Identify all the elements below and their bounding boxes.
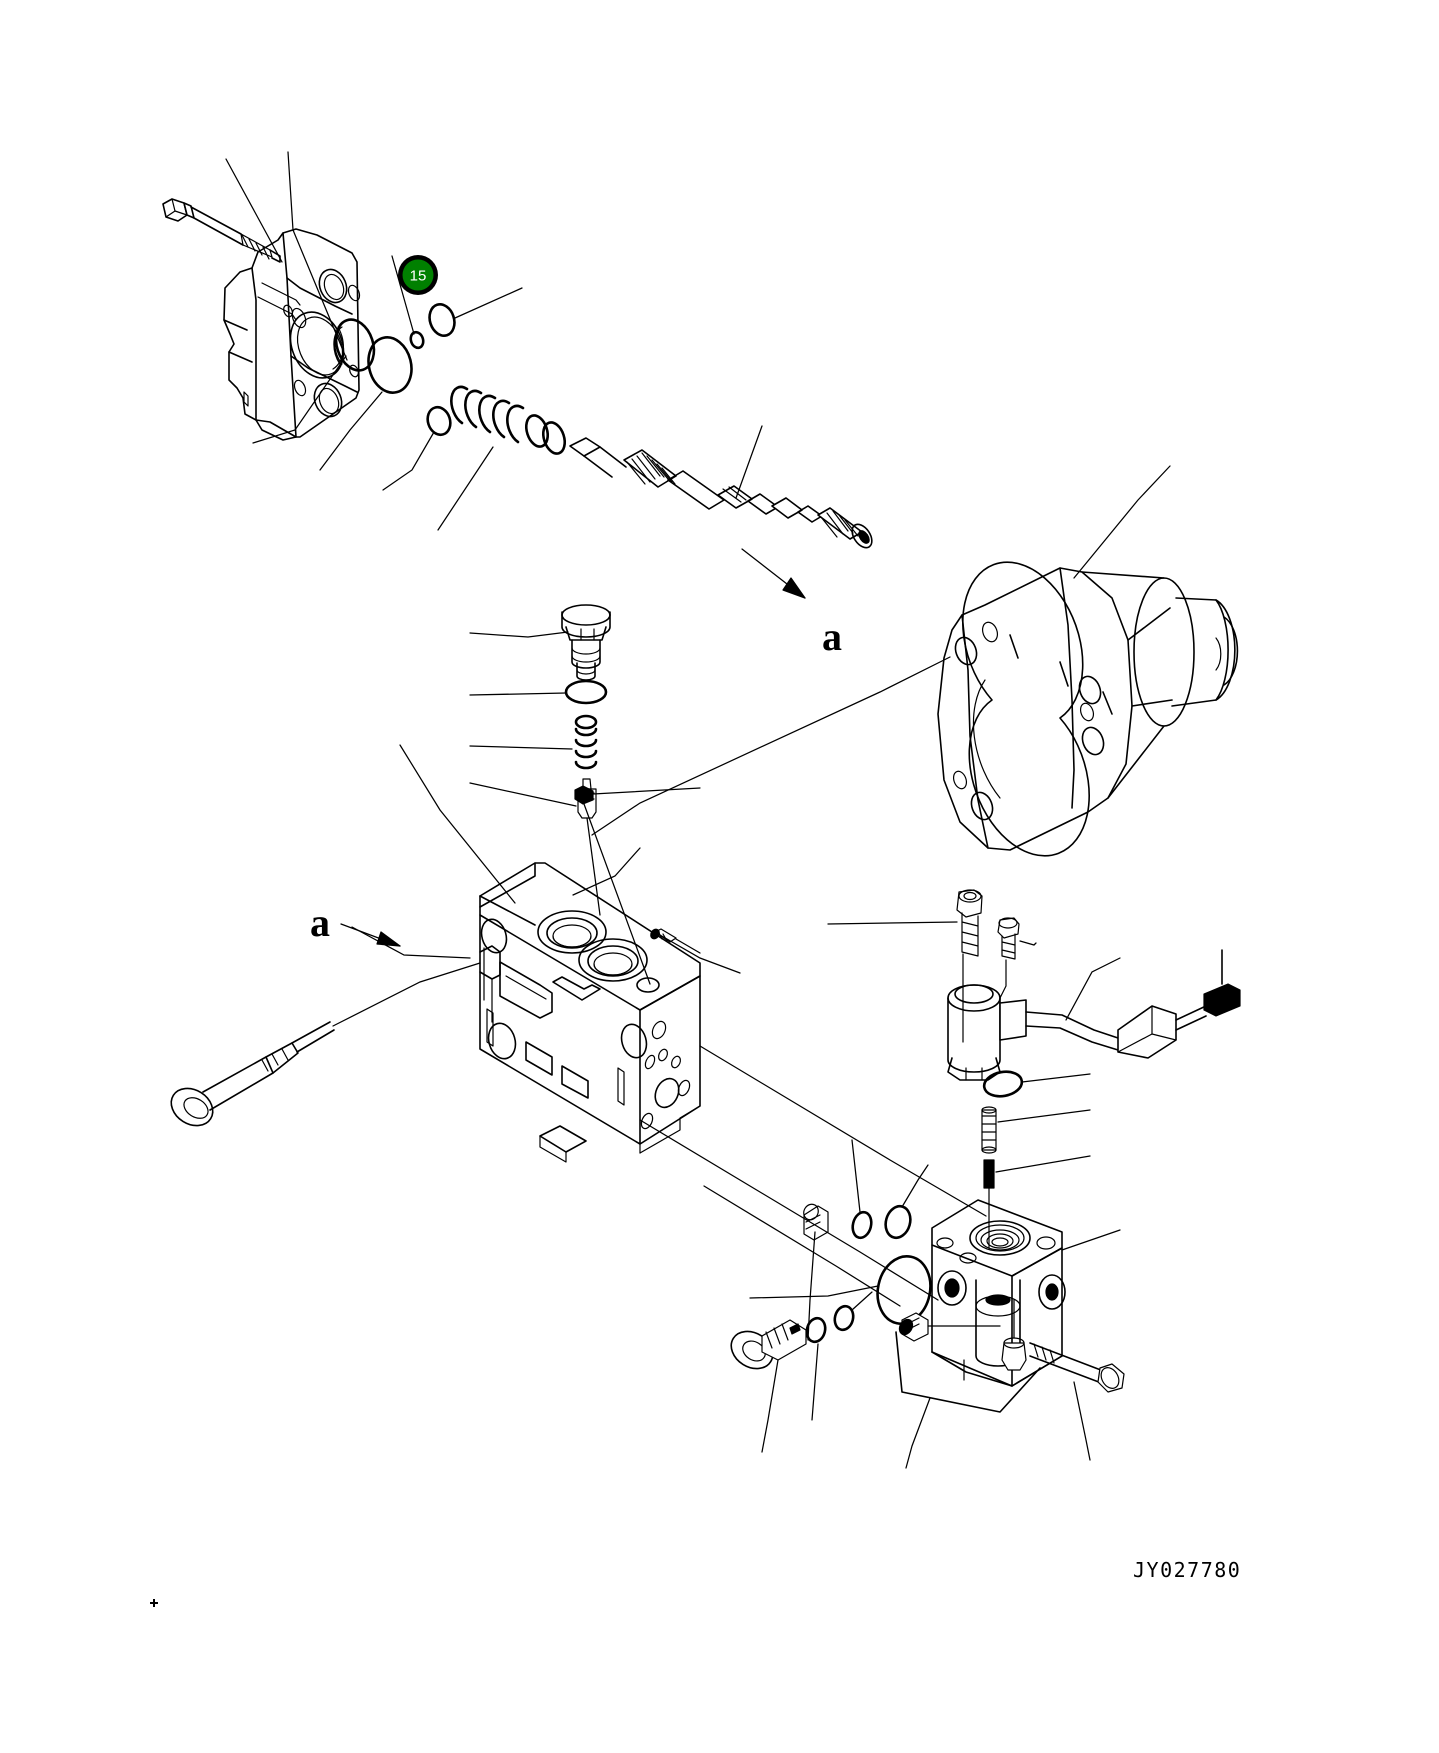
section-marker-a-left: a: [310, 900, 401, 947]
sub-valve-o-ring-small: [851, 1210, 873, 1240]
leader-solenoid-bolt-short: [1019, 940, 1037, 946]
leader-crosslink-valvebody-subvalve: [639, 1045, 987, 1307]
check-valve-cartridge: [730, 1319, 807, 1370]
spool-shaft: [569, 437, 873, 549]
spool-thread-ridges: [626, 452, 676, 485]
leader-socket-cap-screw: [332, 962, 481, 1027]
mounting-bolt-bottom: [1029, 1342, 1125, 1393]
relief-spring: [574, 714, 598, 770]
sub-valve-spring: [981, 1106, 997, 1154]
leader-solenoid-bolt-long: [827, 921, 958, 925]
valve-body-block: [479, 862, 701, 1163]
orifice-plug: [803, 1203, 829, 1241]
leader-solenoid-valve: [1065, 957, 1121, 1021]
section-marker-a-upper: a: [741, 548, 842, 659]
plug-o-ring: [564, 679, 608, 705]
sub-valve-o-ring-med: [884, 1204, 912, 1240]
hex-plug: [561, 604, 611, 681]
leader-solenoid-o-ring: [1021, 1073, 1091, 1083]
side-screw: [650, 928, 701, 954]
leader-o-ring-large: [319, 391, 383, 471]
spool-end-thread: [820, 510, 859, 538]
leader-sub-valve-o-ring-large: [749, 1285, 879, 1299]
section-letter-a-upper: a: [822, 614, 842, 659]
sub-valve-o-ring-large: [876, 1255, 932, 1325]
leader-o-ring-lower-small: [382, 431, 435, 491]
registration-marks: [150, 1599, 158, 1607]
solenoid-bolt-long: [956, 889, 983, 1043]
mounting-bolt-right: [898, 1312, 1001, 1342]
leader-sub-valve-o-ring-small: [851, 1139, 861, 1213]
drawing-id-label: JY027780: [1133, 1558, 1241, 1582]
leader-o-ring-small-upper: [454, 287, 523, 319]
leader-valve-body-left-a: [351, 926, 471, 959]
leader-side-screw: [659, 934, 741, 974]
poppet-axis-line: [586, 817, 601, 916]
callout-badge-15[interactable]: 15: [398, 255, 438, 295]
leader-mounting-bolt-bottom: [1073, 1381, 1091, 1461]
leader-sub-valve-block: [1061, 1229, 1121, 1251]
leader-end-cap-housing: [287, 151, 348, 361]
leader-plug-o-ring: [469, 692, 567, 696]
backup-ring: [333, 318, 376, 372]
set-screw-small: [574, 785, 701, 985]
check-valve-o-ring-b: [833, 1291, 873, 1332]
return-spring: [450, 385, 567, 455]
end-cap-housing: [223, 228, 361, 441]
o-ring-large: [367, 336, 413, 394]
leader-sub-valve-pin: [995, 1155, 1091, 1173]
leader-poppet: [469, 782, 577, 807]
leader-sub-valve-spring: [997, 1109, 1091, 1123]
leader-relief-spring: [469, 745, 573, 750]
socket-cap-screw: [170, 1021, 335, 1127]
motor-housing: [937, 561, 1239, 857]
leader-spool-shaft: [735, 425, 763, 499]
callout-fill: [402, 259, 434, 291]
leader-check-valve-cartridge: [761, 1359, 779, 1453]
check-valve-o-ring-a: [805, 1316, 827, 1421]
o-ring-tiny: [409, 330, 425, 350]
callout-label: 15: [410, 268, 427, 285]
o-ring-small-upper: [428, 303, 456, 337]
leader-backup-ring: [252, 355, 347, 444]
leader-return-spring: [437, 446, 494, 531]
solenoid-o-ring: [982, 1070, 1024, 1098]
solenoid-valve: [947, 949, 1241, 1081]
leader-hex-plug: [469, 631, 569, 638]
leader-sub-valve-o-ring-med: [901, 1164, 929, 1208]
leader-hex-bolt-upper: [225, 158, 283, 263]
leader-motor-flange: [591, 656, 951, 836]
orifice-plug-bottom: [1001, 1299, 1027, 1371]
o-ring-lower-small: [426, 405, 452, 437]
leader-o-ring-tiny: [391, 255, 415, 335]
leader-valve-body-top: [572, 847, 641, 896]
hex-bolt-upper: [162, 198, 281, 263]
section-letter-a-left: a: [310, 900, 330, 945]
solenoid-bolt-short: [997, 917, 1020, 999]
bracket-plate: [895, 1331, 1041, 1469]
sub-valve-pin: [983, 1159, 995, 1249]
leader-valve-body-block: [399, 744, 516, 904]
leader-motor-housing: [1073, 465, 1171, 579]
